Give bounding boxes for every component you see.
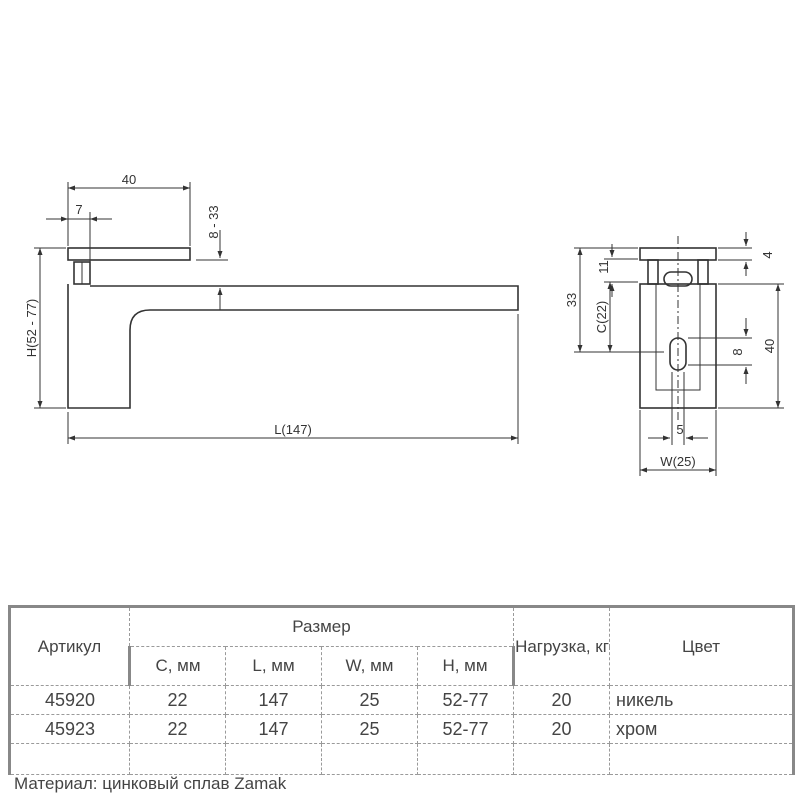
cell-article: 45920 (8, 685, 130, 715)
dim-slot: 8 (730, 348, 745, 355)
dim-inner-offset: 7 (75, 202, 82, 217)
size-header: Размер (129, 605, 514, 647)
table-empty-row (8, 743, 795, 775)
dim-length: L(147) (274, 422, 312, 437)
dim-clamp-height: C(22) (594, 301, 609, 334)
sub-header-l: L, мм (225, 646, 322, 686)
table-row: 45920 22 147 25 52-77 20 никель (8, 685, 795, 715)
dim-width: W(25) (660, 454, 695, 469)
cell-color: хром (609, 714, 795, 744)
top-clamp-plate (67, 247, 191, 261)
cell-color: никель (609, 685, 795, 715)
load-header: Нагрузка, кг (513, 605, 610, 686)
cell-load: 20 (513, 714, 610, 744)
dim-top-plate: 4 (760, 251, 775, 258)
cell-load: 20 (513, 685, 610, 715)
bracket-body (67, 284, 519, 409)
cell-w: 25 (321, 685, 418, 715)
cell-l: 147 (225, 685, 322, 715)
spec-table: Артикул Размер Нагрузка, кг Цвет C, мм L… (8, 605, 795, 775)
cell-article: 45923 (8, 714, 130, 744)
article-header: Артикул (8, 605, 130, 686)
cell-c: 22 (129, 714, 226, 744)
cell-h: 52-77 (417, 685, 514, 715)
technical-drawing: 40 7 8 - 33 H(52 - 77) L(147) (24, 172, 784, 476)
dim-total-height: 33 (564, 293, 579, 307)
table-row: 45923 22 147 25 52-77 20 хром (8, 714, 795, 744)
sub-header-w: W, мм (321, 646, 418, 686)
cell-h: 52-77 (417, 714, 514, 744)
end-view: 33 C(22) 11 4 40 8 5 W(25 (564, 232, 784, 476)
cell-w: 25 (321, 714, 418, 744)
cell-c: 22 (129, 685, 226, 715)
dim-top-slot: 11 (596, 260, 611, 274)
sub-header-h: H, мм (417, 646, 515, 686)
material-note: Материал: цинковый сплав Zamak (14, 774, 287, 793)
dim-top-width: 40 (122, 172, 136, 187)
side-view: 40 7 8 - 33 H(52 - 77) L(147) (24, 172, 519, 444)
table-header-row: Артикул Размер Нагрузка, кг Цвет (8, 605, 795, 686)
cell-l: 147 (225, 714, 322, 744)
dim-hole: 5 (676, 422, 683, 437)
dim-gap-range: 8 - 33 (206, 205, 221, 238)
dim-body-height: 40 (762, 339, 777, 353)
color-header: Цвет (609, 605, 795, 686)
sub-header-c: C, мм (128, 646, 226, 686)
dim-height: H(52 - 77) (24, 299, 39, 358)
